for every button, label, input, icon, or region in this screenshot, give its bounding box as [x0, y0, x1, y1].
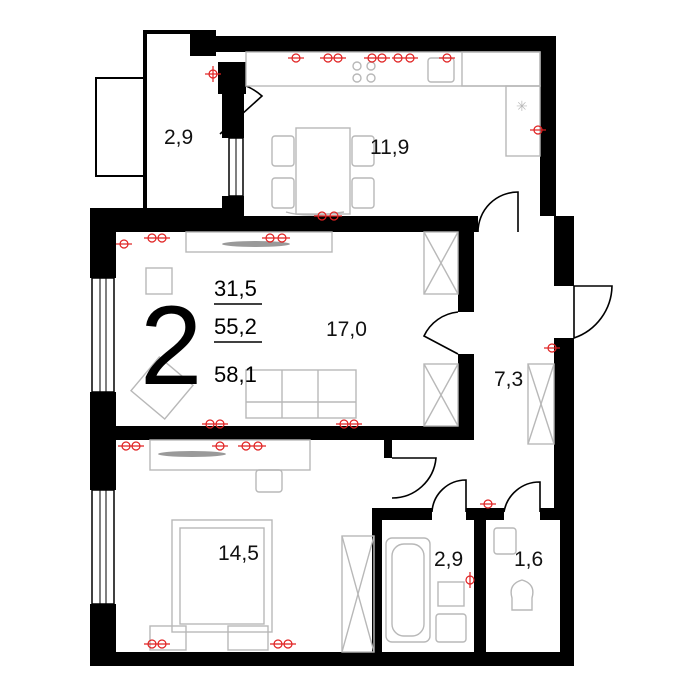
sink-icon: [427, 57, 455, 83]
living-window: [91, 277, 115, 393]
kitchen-door: [477, 191, 519, 233]
living-side-table: [145, 267, 173, 295]
stove-icon: [352, 61, 376, 83]
outlet-icon: [288, 53, 304, 63]
desk-chair: [255, 469, 283, 493]
kitchen-counter-side: [505, 85, 541, 157]
tv-icon: [222, 241, 290, 247]
outlet-icon: [392, 53, 418, 63]
hall-right-wall-bottom: [554, 338, 574, 510]
nightstand-left: [149, 625, 187, 651]
outlet-icon: [480, 499, 496, 509]
kitchen-counter: [245, 51, 541, 87]
dining-table: [295, 127, 351, 215]
living-right-wall-bottom: [458, 354, 474, 440]
doors: [219, 81, 613, 513]
living-right-wall-top: [458, 216, 474, 312]
bedroom-tv-icon: [158, 451, 226, 457]
living-bottom-wall: [90, 426, 474, 440]
living-left-wall-top: [90, 208, 116, 278]
total-area: 55,2: [214, 314, 257, 339]
bed: [171, 519, 273, 633]
balcony-window: [95, 77, 145, 177]
bath-top-wall-left: [372, 508, 432, 520]
hall-divider: [384, 440, 392, 458]
bottom-wall: [90, 652, 574, 666]
outlet-icon: [270, 639, 296, 649]
outlet-icon: [320, 53, 346, 63]
tv-stand-kitchen: [285, 211, 345, 216]
total-area-with-balcony: 58,1: [214, 362, 257, 387]
washing-machine: [437, 581, 465, 607]
outlet-icon: [205, 66, 221, 82]
outlets: [116, 53, 560, 649]
outlet-icon: [116, 239, 132, 249]
wc-area: 1,6: [514, 548, 543, 571]
wc-door: [503, 481, 541, 513]
rooms-count: 2: [140, 283, 202, 408]
outlet-icon: [262, 233, 290, 243]
sofa: [245, 369, 357, 419]
tv-cabinet: [185, 231, 333, 253]
balcony-top-wall: [143, 30, 195, 34]
wc-right-wall: [560, 508, 574, 666]
kitchen-right-wall: [540, 36, 556, 216]
bedroom-door: [391, 457, 437, 499]
toilet-icon: [510, 579, 534, 611]
bathtub: [385, 537, 431, 643]
nightstand-right: [227, 625, 269, 651]
walls: [90, 30, 574, 666]
bed-inner: [179, 527, 265, 625]
kitchen-area: 11,9: [370, 136, 409, 159]
outlet-icon: [465, 572, 475, 588]
entrance-door: [573, 285, 613, 340]
wardrobe-living-top: [423, 231, 459, 295]
bath-sink: [435, 613, 467, 643]
outlet-icon: [314, 211, 342, 221]
outlet-icon: [336, 419, 362, 429]
outlet-icon: [144, 639, 170, 649]
hall-wardrobe: [527, 363, 555, 445]
bathroom-door: [431, 479, 467, 513]
living-door: [422, 311, 459, 355]
bathtub-inner: [391, 543, 425, 637]
living-area: 17,0: [326, 318, 367, 341]
hall-area: 7,3: [494, 368, 523, 391]
bath-wc-divider: [474, 508, 486, 660]
outlet-icon: [202, 419, 228, 429]
bath-left-wall: [372, 508, 382, 660]
dining-chairs: [271, 135, 375, 209]
wardrobe-living-bottom: [423, 363, 459, 427]
windows: [91, 77, 244, 605]
hall-right-wall-top: [554, 216, 574, 286]
outlet-icon: [364, 53, 390, 63]
desk: [149, 439, 311, 471]
bedroom-window: [91, 489, 115, 605]
outlet-icon: [544, 343, 560, 353]
balcony-pillar: [190, 30, 216, 56]
outlet-icon: [118, 441, 144, 451]
balcony-door: [219, 81, 264, 135]
outlet-icon: [212, 441, 228, 451]
area-summary: 31,5 55,2 58,1: [214, 276, 262, 387]
kitchen-top-wall: [216, 36, 554, 52]
bathroom-area: 2,9: [434, 548, 463, 571]
living-top-wall-right: [240, 216, 478, 232]
living-area-total: 31,5: [214, 276, 257, 301]
fridge: [461, 51, 541, 87]
bedroom-area: 14,5: [218, 542, 259, 565]
balcony-area: 2,9: [164, 126, 193, 149]
outlet-icon: [530, 125, 546, 135]
living-left-wall-mid: [90, 392, 116, 490]
armchair: [130, 356, 194, 420]
furniture: ✳: [130, 51, 555, 653]
bedroom-wardrobe: [341, 535, 375, 653]
outlet-icon: [144, 233, 170, 243]
kitchen-left-wall: [222, 86, 244, 138]
hood-icon: ✳: [516, 99, 528, 115]
outlet-icon: [238, 441, 266, 451]
outlet-icon: [439, 53, 455, 63]
wc-sink: [493, 527, 517, 555]
